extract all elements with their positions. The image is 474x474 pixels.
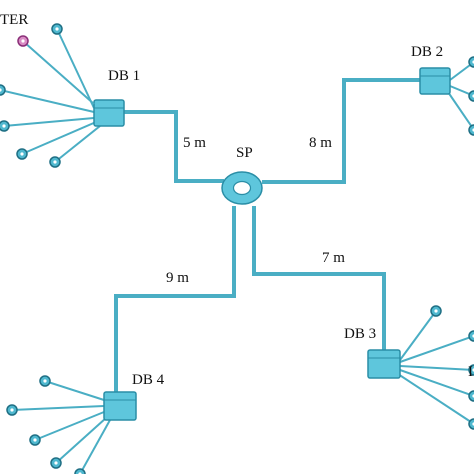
db1-box[interactable] xyxy=(93,99,125,127)
db3-box[interactable] xyxy=(367,349,401,379)
distance-db1-label: 5 m xyxy=(183,135,206,151)
db1-end-node-3[interactable] xyxy=(0,120,10,132)
branch-lines xyxy=(0,28,474,474)
edge-partial-label: I xyxy=(468,364,473,380)
sp-label: SP xyxy=(236,145,253,161)
distance-db4-label: 9 m xyxy=(166,270,189,286)
db4-end-node-5[interactable] xyxy=(74,468,86,474)
db2-end-node-1[interactable] xyxy=(468,56,474,68)
db2-end-node-2[interactable] xyxy=(468,90,474,102)
sp-ring[interactable] xyxy=(221,171,263,205)
db4-box[interactable] xyxy=(103,391,137,421)
db3-end-node-1[interactable] xyxy=(430,305,442,317)
distance-db2-label: 8 m xyxy=(309,135,332,151)
db3-end-node-2[interactable] xyxy=(468,330,474,342)
cable-sp-db3 xyxy=(252,206,386,352)
db3-end-node-4[interactable] xyxy=(468,390,474,402)
db4-branch-line-3 xyxy=(34,411,105,441)
db4-branch-line-1 xyxy=(44,380,105,401)
db1-end-node-5[interactable] xyxy=(49,156,61,168)
db2-end-node-3[interactable] xyxy=(468,124,474,136)
db3-branch-line-1 xyxy=(399,310,437,361)
trunk-lines xyxy=(114,78,420,392)
cable-sp-db2 xyxy=(262,78,420,184)
meter-node[interactable] xyxy=(17,35,95,105)
db1-end-node-1[interactable] xyxy=(51,23,63,35)
db2-branch-line-3 xyxy=(447,91,474,131)
db4-end-node-1[interactable] xyxy=(39,375,51,387)
db3-end-node-5[interactable] xyxy=(468,418,474,430)
db1-end-node-2[interactable] xyxy=(0,84,6,96)
db4-end-node-2[interactable] xyxy=(6,404,18,416)
db3-label: DB 3 xyxy=(344,326,376,342)
db1-branch-line-2 xyxy=(0,89,95,113)
db3-branch-line-5 xyxy=(397,373,474,425)
db3-branch-line-4 xyxy=(399,369,474,397)
db4-branch-line-2 xyxy=(11,405,105,411)
db4-end-node-4[interactable] xyxy=(50,457,62,469)
db4-branch-line-5 xyxy=(79,419,111,474)
meter-label: TER xyxy=(0,12,28,28)
db2-box[interactable] xyxy=(419,67,451,95)
db3-branch-line-3 xyxy=(399,365,474,371)
db4-branch-line-4 xyxy=(55,417,107,464)
distance-db3-label: 7 m xyxy=(322,250,345,266)
cable-sp-db4 xyxy=(114,206,236,392)
db4-label: DB 4 xyxy=(132,372,165,388)
end-nodes xyxy=(0,23,474,474)
db1-label: DB 1 xyxy=(108,68,140,84)
db1-branch-line-4 xyxy=(21,121,97,155)
db1-branch-line-3 xyxy=(3,117,95,127)
db1-branch-line-5 xyxy=(54,125,101,163)
db1-branch-line-1 xyxy=(56,28,95,109)
db3-branch-line-2 xyxy=(399,335,474,363)
db2-label: DB 2 xyxy=(411,44,443,60)
cable-sp-db1 xyxy=(124,110,224,183)
db1-end-node-4[interactable] xyxy=(16,148,28,160)
db4-end-node-3[interactable] xyxy=(29,434,41,446)
